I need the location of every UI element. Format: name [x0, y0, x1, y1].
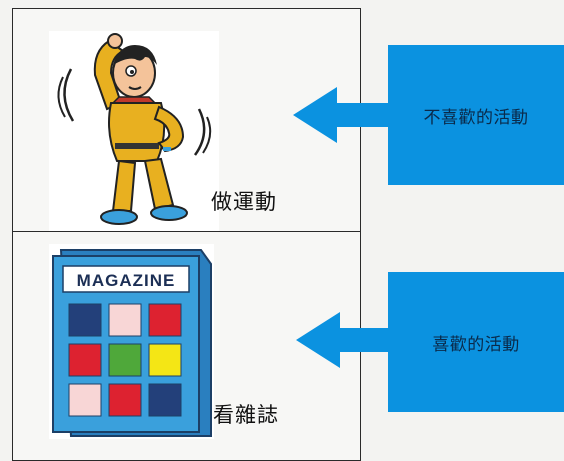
arrow-left-icon	[293, 87, 393, 143]
cover-tile	[148, 303, 182, 337]
like-activities-label: 喜歡的活動	[388, 272, 564, 412]
activity-caption: 做運動	[211, 190, 277, 214]
magazine-title: MAGAZINE	[77, 271, 176, 290]
cover-tile	[68, 343, 102, 377]
cover-tile	[68, 383, 102, 417]
cover-tile	[108, 303, 142, 337]
activity-card-magazine: MAGAZINE 看雜誌	[12, 231, 361, 461]
activity-caption: 看雜誌	[213, 403, 279, 427]
magazine-cover-tiles	[68, 303, 182, 417]
cover-tile	[148, 383, 182, 417]
exercising-boy-illustration	[49, 31, 219, 231]
arrow-left-icon	[296, 312, 392, 368]
cover-tile	[68, 303, 102, 337]
cover-tile	[108, 383, 142, 417]
magazine-illustration: MAGAZINE	[49, 244, 214, 439]
dislike-activities-label: 不喜歡的活動	[388, 45, 564, 185]
cover-tile	[148, 343, 182, 377]
cover-tile	[108, 343, 142, 377]
